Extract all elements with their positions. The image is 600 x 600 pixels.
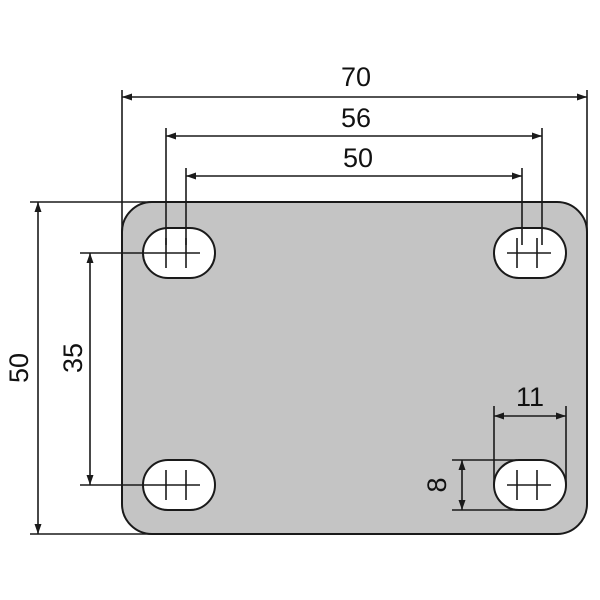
dimension-label-70: 70 bbox=[341, 62, 371, 92]
dimension-label-8: 8 bbox=[422, 477, 452, 492]
dimension-overall-height bbox=[30, 201, 160, 535]
dimension-hole-vertical-spacing bbox=[80, 252, 156, 486]
slot-bottom-right bbox=[493, 459, 567, 511]
dimension-slot-outer-spacing bbox=[165, 128, 543, 245]
dimension-label-50-vertical: 50 bbox=[4, 353, 34, 383]
dimension-overall-width bbox=[121, 90, 588, 238]
dimension-label-11: 11 bbox=[516, 382, 544, 412]
slot-top-left bbox=[142, 227, 216, 279]
dimension-slot-length bbox=[493, 406, 567, 485]
dimension-slot-width bbox=[452, 459, 517, 511]
dimension-slot-inner-spacing bbox=[185, 168, 523, 245]
slot-top-right bbox=[493, 227, 567, 279]
dimension-label-50-horizontal: 50 bbox=[343, 143, 373, 173]
mounting-plate bbox=[121, 201, 588, 535]
dimension-label-56: 56 bbox=[341, 103, 371, 133]
dimension-label-35: 35 bbox=[58, 343, 88, 373]
